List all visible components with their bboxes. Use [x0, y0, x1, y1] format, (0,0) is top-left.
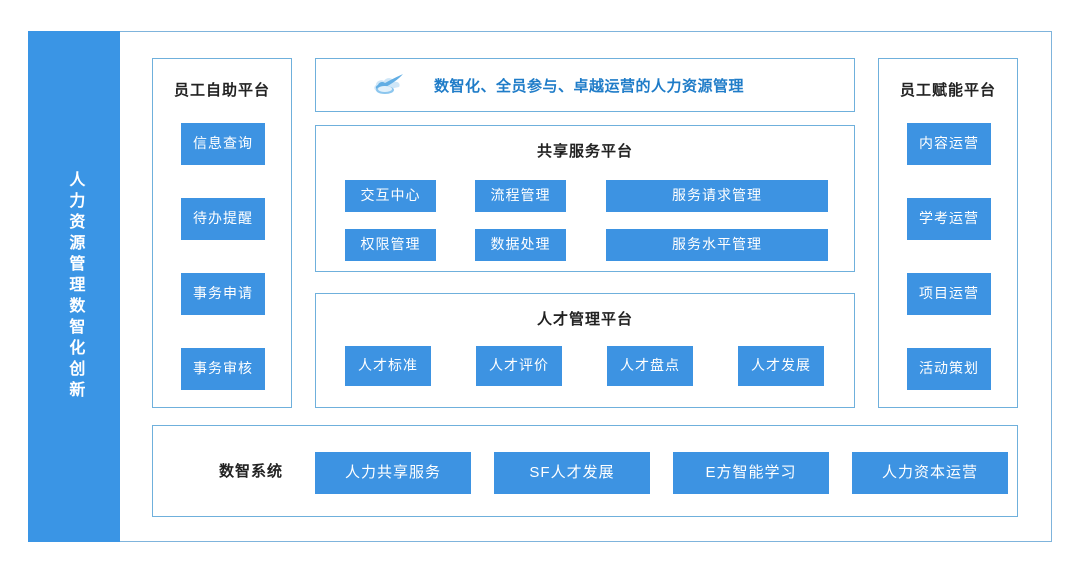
system-item-human-capital-operation[interactable]: 人力资本运营	[852, 452, 1008, 494]
enablement-platform-title: 员工赋能平台	[899, 82, 996, 99]
self-service-item-info-query[interactable]: 信息查询	[181, 123, 265, 165]
enablement-item-learning-operation[interactable]: 学考运营	[907, 198, 991, 240]
self-service-item-affair-request[interactable]: 事务申请	[181, 273, 265, 315]
system-item-hr-shared-service[interactable]: 人力共享服务	[315, 452, 471, 494]
talent-item-evaluation[interactable]: 人才评价	[476, 346, 562, 386]
talent-management-platform-card: 人才管理平台 人才标准 人才评价 人才盘点 人才发展	[315, 293, 855, 408]
talent-item-development[interactable]: 人才发展	[738, 346, 824, 386]
vertical-banner-text: 人力资源管理数智化创新	[66, 171, 84, 402]
header-banner-card: 数智化、全员参与、卓越运营的人力资源管理	[315, 58, 855, 112]
vertical-banner: 人力资源管理数智化创新	[28, 31, 120, 542]
digital-system-card: 数智系统 人力共享服务 SF人才发展 E方智能学习 人力资本运营	[152, 425, 1018, 517]
talent-item-inventory[interactable]: 人才盘点	[607, 346, 693, 386]
shared-item-interaction-center[interactable]: 交互中心	[345, 180, 436, 212]
self-service-item-affair-review[interactable]: 事务审核	[181, 348, 265, 390]
enablement-item-project-operation[interactable]: 项目运营	[907, 273, 991, 315]
enablement-platform-card: 员工赋能平台 内容运营 学考运营 项目运营 活动策划	[878, 58, 1018, 408]
shared-item-service-level-management[interactable]: 服务水平管理	[606, 229, 828, 261]
enablement-item-activity-planning[interactable]: 活动策划	[907, 348, 991, 390]
talent-item-standard[interactable]: 人才标准	[345, 346, 431, 386]
cloud-swoosh-icon	[372, 72, 406, 98]
system-item-sf-talent-development[interactable]: SF人才发展	[494, 452, 650, 494]
shared-service-platform-title: 共享服务平台	[536, 143, 633, 160]
self-service-item-todo-reminder[interactable]: 待办提醒	[181, 198, 265, 240]
shared-item-process-management[interactable]: 流程管理	[475, 180, 566, 212]
shared-service-row-1: 交互中心 流程管理 服务请求管理	[316, 180, 854, 212]
enablement-item-content-operation[interactable]: 内容运营	[907, 123, 991, 165]
shared-item-service-request-management[interactable]: 服务请求管理	[606, 180, 828, 212]
shared-service-row-2: 权限管理 数据处理 服务水平管理	[316, 229, 854, 261]
header-title: 数智化、全员参与、卓越运营的人力资源管理	[434, 77, 745, 95]
shared-item-permission-management[interactable]: 权限管理	[345, 229, 436, 261]
digital-system-label: 数智系统	[218, 463, 283, 480]
shared-item-data-processing[interactable]: 数据处理	[475, 229, 566, 261]
talent-items-row: 人才标准 人才评价 人才盘点 人才发展	[316, 346, 854, 386]
self-service-platform-card: 员工自助平台 信息查询 待办提醒 事务申请 事务审核	[152, 58, 292, 408]
talent-management-platform-title: 人才管理平台	[536, 311, 633, 328]
self-service-platform-title: 员工自助平台	[173, 82, 270, 99]
system-item-efang-smart-learning[interactable]: E方智能学习	[673, 452, 829, 494]
shared-service-platform-card: 共享服务平台 交互中心 流程管理 服务请求管理 权限管理 数据处理 服务水平管理	[315, 125, 855, 272]
